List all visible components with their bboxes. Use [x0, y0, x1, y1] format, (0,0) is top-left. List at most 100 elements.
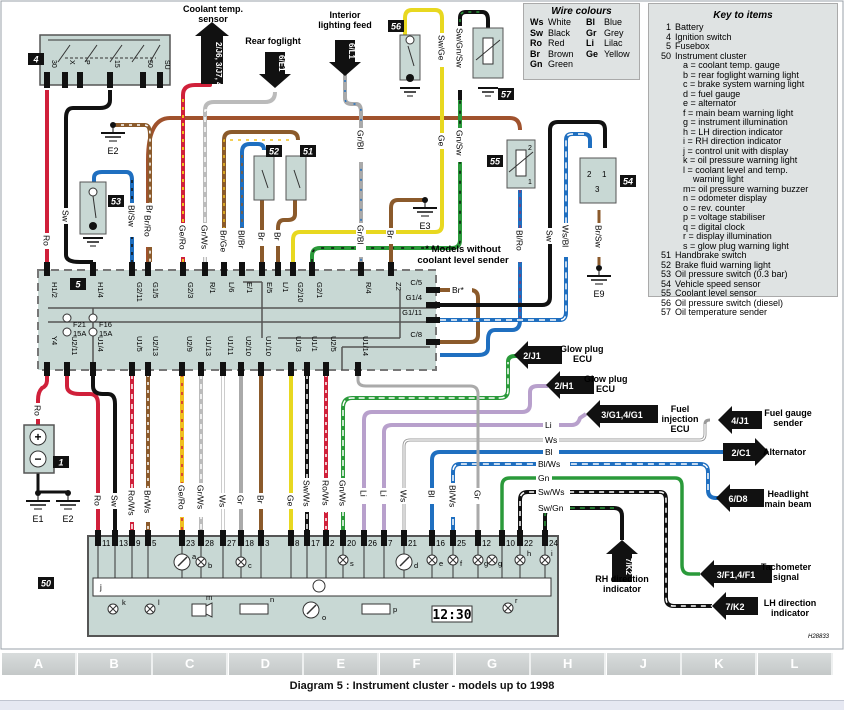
key-item: s = glow plug warning light — [649, 241, 837, 252]
cluster-sub-label: m — [206, 593, 212, 602]
grid-column-e: E — [304, 653, 380, 675]
wire-label: Li — [379, 490, 389, 497]
key-text: a = coolant temp. gauge — [683, 60, 780, 70]
note-line1: * Models without — [425, 244, 501, 255]
connector-pin — [290, 262, 296, 276]
cluster-pin — [429, 530, 435, 546]
arrow-ref: 4/J1 — [731, 416, 749, 426]
wire-colour-name: Red — [548, 38, 565, 48]
ignition-terminal-pin — [62, 72, 68, 88]
svg-text:2: 2 — [528, 145, 532, 152]
wire-label: Bl — [545, 447, 553, 457]
ignition-terminal-label: P — [83, 60, 90, 65]
fusebox-pin-label: R/4 — [364, 282, 373, 294]
arrow-rear-foglight — [259, 52, 291, 88]
fusebox-pin-label: E/1 — [245, 282, 254, 293]
key-item: c = brake system warning light — [649, 79, 837, 90]
cluster-pin — [304, 530, 310, 546]
key-text: r = display illumination — [683, 231, 772, 241]
buzzer-icon — [191, 603, 207, 617]
arrow-label: LH direction — [764, 598, 817, 608]
cluster-sub-label: s — [350, 559, 354, 568]
key-number — [649, 99, 683, 109]
arrow-label: sender — [773, 418, 803, 428]
wire-bl-ro — [440, 190, 522, 357]
key-text: Oil temperature sender — [675, 307, 768, 317]
wire-label: Ws — [399, 490, 409, 502]
handbrake-switch-51 — [285, 155, 307, 201]
horizontal-scrollbar[interactable] — [0, 700, 844, 710]
wire-ge-ro-top — [181, 70, 212, 262]
wire-bl-sw — [92, 170, 134, 262]
arrow-label: Interior — [329, 10, 361, 20]
key-number — [649, 71, 683, 81]
cluster-pin-number: 17 — [311, 539, 320, 548]
fusebox-pin-label: U2/5 — [329, 336, 338, 352]
key-text: l = coolant level and temp. — [683, 164, 788, 175]
key-text: Oil pressure switch (0.3 bar) — [675, 269, 788, 279]
ground-label: E3 — [419, 221, 430, 231]
component-badge-56 — [388, 20, 404, 32]
arrow-ref: 2/J1 — [523, 351, 541, 361]
connector-pin — [64, 362, 70, 376]
connector-pin — [238, 362, 244, 376]
key-item: p = voltage stabiliser — [649, 212, 837, 223]
ignition-switch — [39, 34, 171, 86]
component-number: 53 — [111, 197, 121, 207]
wire-label: Bl/Sw — [127, 205, 137, 228]
ignition-terminal-pin — [77, 72, 83, 88]
key-item: m= oil pressure warning buzzer — [649, 183, 837, 195]
arrow-label: sensor — [198, 14, 228, 24]
wire-label: Ge — [437, 135, 447, 147]
fusebox-pin-label: U1/10 — [264, 336, 273, 356]
wire-code: Sw — [530, 27, 544, 38]
key-number: 4 — [665, 31, 671, 42]
connector-pin — [44, 362, 50, 376]
wire-label: Gn/Ws — [338, 480, 348, 506]
connector-pin — [239, 262, 245, 276]
connector-pin — [304, 362, 310, 376]
key-item: i = RH direction indicator — [649, 136, 837, 147]
cluster-pin — [288, 530, 294, 546]
cluster-pin — [475, 530, 481, 546]
wire-ro-cluster — [65, 374, 100, 536]
connector-pin — [90, 362, 96, 376]
fusebox-pin-label: E/5 — [265, 282, 274, 293]
cluster-sub-label: g — [498, 559, 502, 568]
wire-code: Gn — [530, 59, 543, 69]
fusebox-pin-label: U2/11 — [70, 336, 79, 355]
battery-plus-icon — [29, 428, 47, 446]
connector-pin — [426, 287, 440, 293]
wire-br-star — [440, 288, 480, 344]
key-number — [649, 80, 683, 90]
key-text: m= oil pressure warning buzzer — [683, 183, 809, 194]
key-item: h = LH direction indicator — [649, 127, 837, 138]
wire-gr-ws-stripe — [204, 109, 265, 262]
wire-label: Gr — [236, 495, 246, 505]
cluster-sub-label: p — [393, 605, 397, 614]
arrow-rh-direction — [606, 540, 638, 582]
ignition-terminal-label: 15 — [113, 60, 120, 68]
fuse-icon — [88, 313, 98, 323]
ignition-terminal-label: SU — [163, 60, 170, 70]
cluster-pin — [381, 530, 387, 546]
ignition-terminal-label: X — [68, 60, 75, 65]
key-number — [649, 90, 683, 100]
grid-column-g: G — [455, 653, 531, 675]
ignition-contacts — [48, 39, 161, 63]
wire-label: Br — [273, 232, 283, 241]
fuse-icon — [62, 313, 72, 323]
key-text: Oil pressure switch (diesel) — [675, 297, 784, 308]
fusebox-pin-label: U2/13 — [151, 336, 160, 356]
cluster-pin-number: 5 — [152, 539, 157, 548]
arrow-label: ECU — [573, 354, 592, 364]
connector-pin — [275, 262, 281, 276]
key-number — [649, 175, 683, 185]
cluster-pin — [112, 530, 118, 546]
cluster-sub-label: l — [158, 598, 160, 607]
component-badge-50 — [38, 577, 54, 589]
component-number: 54 — [623, 177, 633, 187]
